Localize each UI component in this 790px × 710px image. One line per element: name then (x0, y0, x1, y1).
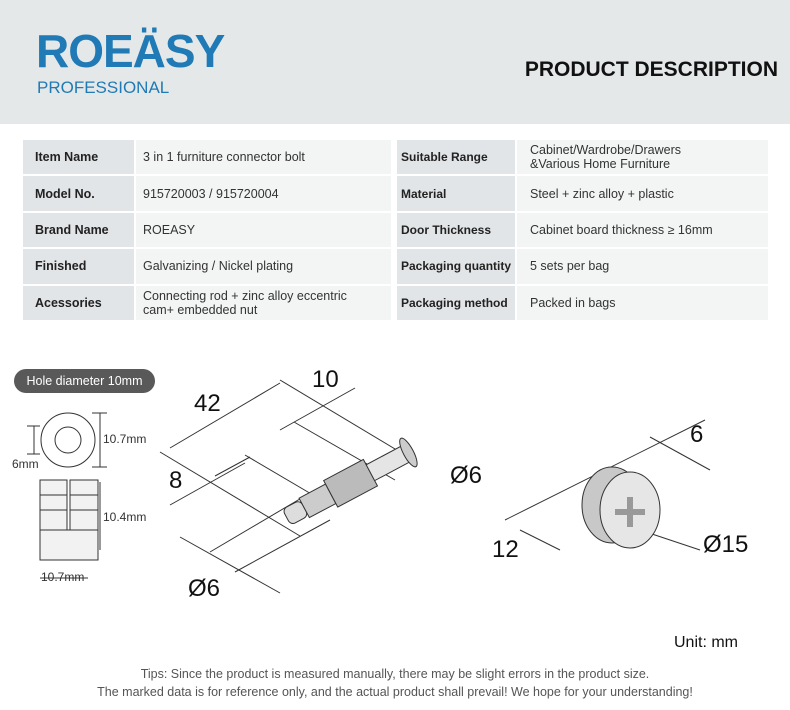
cam-diameter-label: Ø15 (703, 531, 749, 558)
hole-diameter-badge: Hole diameter 10mm (14, 369, 155, 393)
eccentric-cam-drawing (504, 419, 711, 551)
nut-width-label: 10.7mm (41, 570, 85, 584)
spec-label: Packaging method (397, 285, 517, 322)
nut-outer-diameter-label: 10.7mm (103, 432, 147, 446)
brand-logo-subtitle: PROFESSIONAL (37, 78, 170, 97)
nut-top-view (27, 412, 107, 468)
nut-height-label: 10.4mm (103, 510, 147, 524)
bolt-head-diameter-label: Ø6 (450, 462, 483, 489)
tips-line-1: Tips: Since the product is measured manu… (140, 667, 650, 681)
spec-label: Suitable Range (397, 140, 517, 177)
spec-value: Steel + zinc alloy + plastic (517, 176, 768, 213)
nut-inner-diameter-label: 6mm (12, 457, 39, 471)
connector-bolt-drawing (159, 379, 418, 594)
spec-value: 5 sets per bag (517, 249, 768, 286)
bolt-head-label: 10 (312, 366, 339, 393)
bolt-thread-diameter-label: Ø6 (188, 575, 221, 602)
unit-label: Unit: mm (674, 634, 738, 651)
spec-label: Material (397, 176, 517, 213)
brand-logo: ROEÄSY (36, 25, 225, 77)
nut-side-view (39, 479, 101, 579)
cam-offset-label: 12 (492, 536, 519, 563)
page-title: PRODUCT DESCRIPTION (524, 58, 778, 81)
spec-value: Galvanizing / Nickel plating (136, 249, 391, 286)
spec-label: Door Thickness (397, 212, 517, 250)
cam-width-label: 6 (690, 421, 704, 448)
spec-label: Model No. (23, 176, 136, 213)
spec-value: Cabinet board thickness ≥ 16mm (517, 212, 768, 250)
bolt-thread-label: 8 (169, 467, 183, 494)
spec-value: Packed in bags (517, 285, 768, 322)
spec-value: ROEASY (136, 212, 391, 250)
spec-value: Cabinet/Wardrobe/Drawers &Various Home F… (517, 140, 768, 177)
tips-line-2: The marked data is for reference only, a… (97, 685, 693, 699)
header-banner: ROEÄSY PROFESSIONAL PRODUCT DESCRIPTION (0, 0, 790, 124)
spec-label: Finished (23, 249, 136, 286)
spec-value: 3 in 1 furniture connector bolt (136, 140, 391, 177)
spec-label: Acessories (23, 285, 136, 322)
spec-label: Brand Name (23, 212, 136, 250)
spec-value: 915720003 / 915720004 (136, 176, 391, 213)
spec-row: Model No.915720003 / 915720004 (23, 176, 391, 213)
spec-value: Connecting rod + zinc alloy eccentric ca… (136, 285, 391, 322)
spec-label: Packaging quantity (397, 249, 517, 286)
spec-label: Item Name (23, 140, 136, 177)
bolt-length-label: 42 (194, 390, 221, 417)
